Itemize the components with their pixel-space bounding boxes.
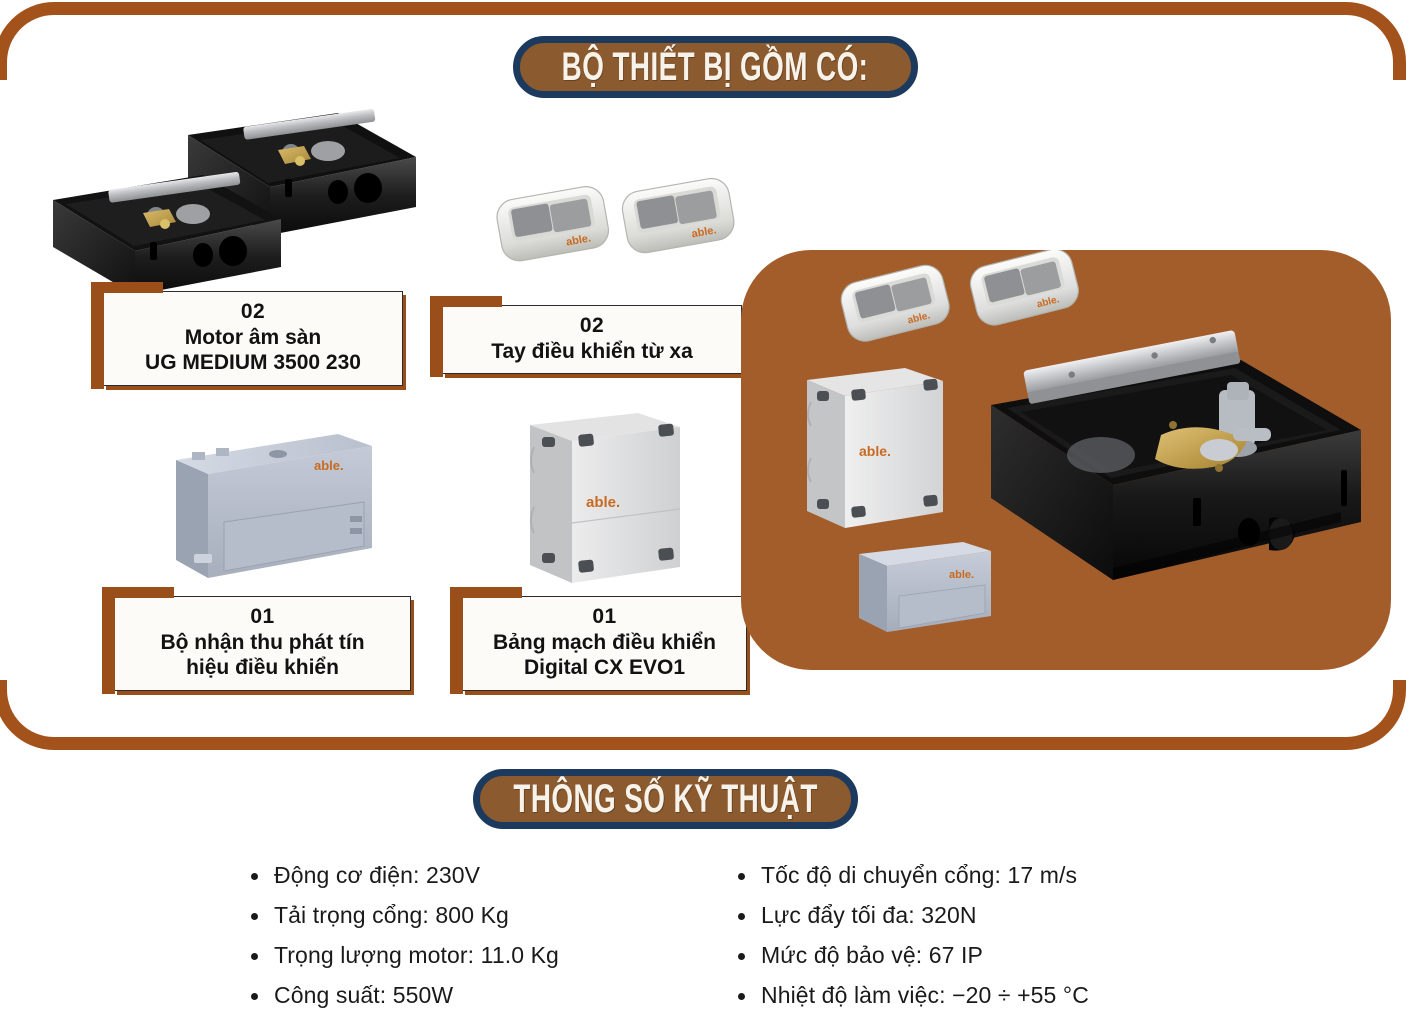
remote-brand-text: able. <box>565 232 592 248</box>
label-control-board-line1: Bảng mạch điều khiển <box>493 630 716 654</box>
label-receiver-qty: 01 <box>250 605 275 628</box>
label-motor-qty: 02 <box>240 300 266 323</box>
specs-title-text: THÔNG SỐ KỸ THUẬT <box>513 775 818 821</box>
label-control-board-line2: Digital CX EVO1 <box>523 656 686 680</box>
label-remote: 02 Tay điều khiển từ xa <box>430 295 742 378</box>
svg-text:able.: able. <box>859 443 891 459</box>
svg-text:able.: able. <box>949 569 974 581</box>
product-showcase-artwork: able. able. <box>807 250 1361 632</box>
label-control-board-qty: 01 <box>592 605 617 628</box>
control-board-enclosure-image: able. <box>520 403 695 593</box>
label-remote-qty: 02 <box>579 314 605 337</box>
label-receiver: 01 Bộ nhận thu phát tín hiệu điều khiển <box>102 587 411 694</box>
svg-text:able.: able. <box>1036 294 1061 310</box>
board-brand-text: able. <box>586 494 620 511</box>
remote-brand-text: able. <box>691 224 718 240</box>
underground-motor-boxes-image <box>38 95 428 295</box>
specs-title-banner: THÔNG SỐ KỸ THUẬT <box>473 769 858 829</box>
spec-item: Tải trọng cổng: 800 Kg <box>246 902 676 929</box>
panel-remote-1: able. <box>840 264 950 342</box>
spec-item: Nhiệt độ làm việc: −20 ÷ +55 °C <box>733 982 1193 1009</box>
panel-control-board-enclosure: able. <box>807 368 943 528</box>
spec-item: Trọng lượng motor: 11.0 Kg <box>246 942 676 969</box>
label-receiver-line1: Bộ nhận thu phát tín <box>160 630 365 654</box>
remote-controls-image: able. able. <box>487 170 755 280</box>
spec-item: Động cơ điện: 230V <box>246 862 676 889</box>
svg-text:able.: able. <box>907 310 932 326</box>
contents-title-text: BỘ THIẾT BỊ GỒM CÓ: <box>562 43 869 89</box>
label-control-board: 01 Bảng mạch điều khiển Digital CX EVO1 <box>450 587 747 694</box>
spec-item: Công suất: 550W <box>246 982 676 1009</box>
label-motor-line1: Motor âm sàn <box>184 325 322 349</box>
panel-remote-2: able. <box>969 250 1079 326</box>
product-showcase-panel: able. able. <box>741 250 1391 670</box>
signal-receiver-image: able. <box>168 428 380 593</box>
spec-item: Tốc độ di chuyển cổng: 17 m/s <box>733 862 1193 889</box>
specs-column-right: Tốc độ di chuyển cổng: 17 m/s Lực đẩy tố… <box>733 862 1193 1022</box>
label-receiver-line2: hiệu điều khiển <box>186 656 339 680</box>
contents-title-banner: BỘ THIẾT BỊ GỒM CÓ: <box>513 36 918 98</box>
specs-column-left: Động cơ điện: 230V Tải trọng cổng: 800 K… <box>246 862 676 1022</box>
spec-item: Mức độ bảo vệ: 67 IP <box>733 942 1193 969</box>
label-motor-line2: UG MEDIUM 3500 230 <box>145 351 361 375</box>
label-remote-line1: Tay điều khiển từ xa <box>491 339 693 363</box>
label-motor: 02 Motor âm sàn UG MEDIUM 3500 230 <box>91 282 403 389</box>
receiver-brand-text: able. <box>314 458 344 473</box>
spec-item: Lực đẩy tối đa: 320N <box>733 902 1193 929</box>
panel-underground-motor-box <box>991 330 1361 580</box>
panel-signal-receiver: able. <box>859 542 991 632</box>
